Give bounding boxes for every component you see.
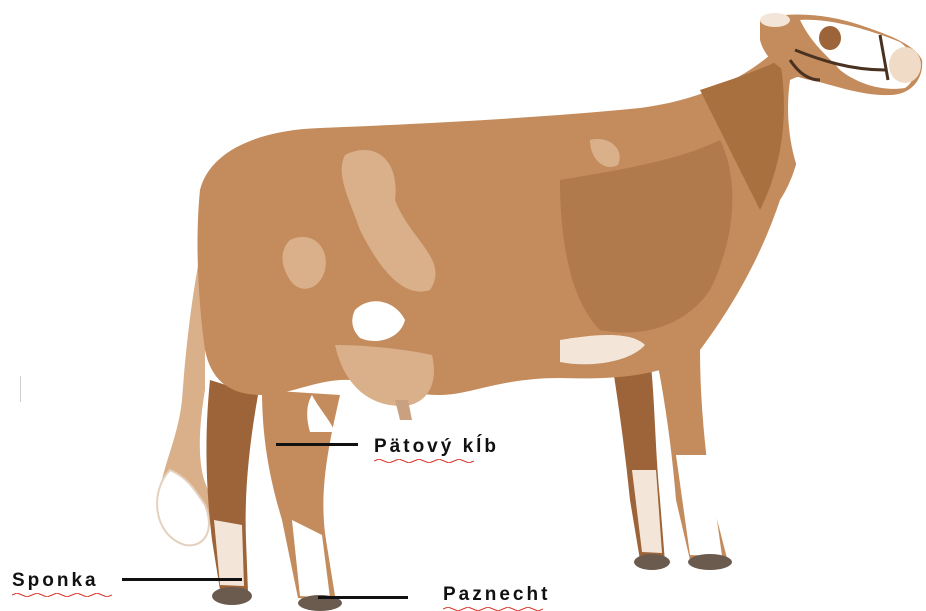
cow-udder xyxy=(335,345,434,406)
hoof-hind-far xyxy=(212,587,252,605)
label-sponka: Sponka xyxy=(12,570,99,592)
leader-line-paznecht xyxy=(318,596,408,599)
spellcheck-underline xyxy=(443,607,543,611)
spellcheck-underline xyxy=(12,593,112,597)
label-sponka-text: Sponka xyxy=(12,570,99,591)
hoof-front-near xyxy=(688,554,732,570)
leader-line-sponka xyxy=(122,578,242,581)
label-paznecht-text: Paznecht xyxy=(443,584,550,605)
leader-line-patovy-klb xyxy=(276,443,358,446)
label-patovy-klb: Pätový kĺb xyxy=(374,436,499,458)
cow-ear xyxy=(760,13,790,27)
neck-white xyxy=(788,75,840,175)
hoof-front-far xyxy=(634,554,670,570)
spellcheck-underline xyxy=(374,459,474,463)
cow-muzzle xyxy=(889,47,921,83)
label-paznecht: Paznecht xyxy=(443,584,550,606)
edge-mark xyxy=(20,376,21,402)
cow-eye-patch xyxy=(819,26,841,50)
label-patovy-klb-text: Pätový kĺb xyxy=(374,436,499,457)
